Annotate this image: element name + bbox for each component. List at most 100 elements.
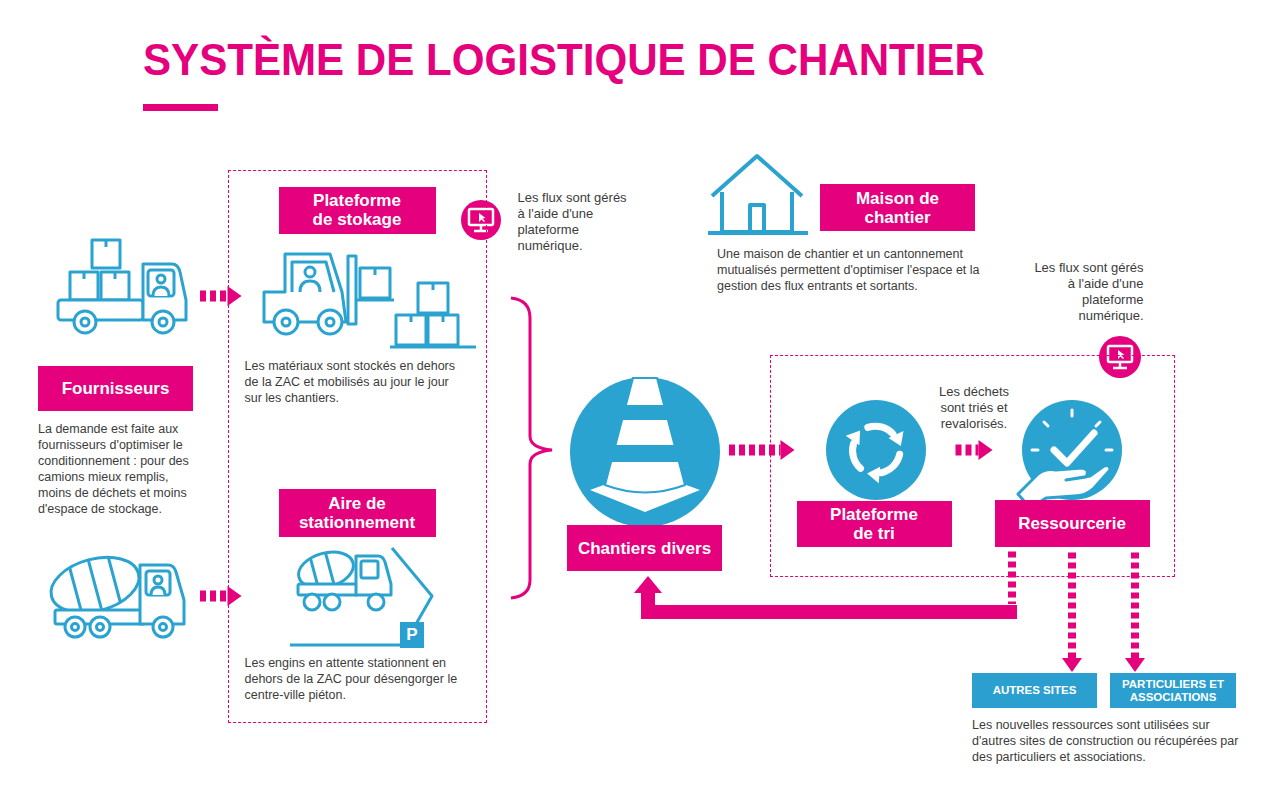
site-house: Maison de chantierUne maison de chantier… [705,148,987,300]
offsite-zone: Les flux sont gérés à l'aide d'une plate… [228,170,487,723]
flow-arrow [781,440,795,460]
mixer-truck [160,624,167,631]
title-underline [143,104,218,111]
flow-arrow [200,586,242,606]
recycle-icon [847,443,866,469]
parked-mixer [361,561,378,578]
parking-sign: P [400,622,424,648]
site-house [708,231,808,235]
cone-icon [622,405,668,420]
resource-icon [1071,410,1074,416]
mixer-truck [45,548,184,637]
cone-icon [570,377,720,527]
parking-area: Aire de stationnementLes engins en atten… [244,487,480,709]
delivery-truck [114,272,117,279]
diagram-title: SYSTÈME DE LOGISTIQUE DE CHANTIER [143,36,985,84]
forklift [318,310,342,334]
forklift [305,267,315,277]
node-heading: Fournisseurs [38,366,193,411]
note-text: Les nouvelles ressources sont utilisées … [972,717,1247,765]
node-heading: Plateforme de stokage [279,187,436,234]
forklift [326,318,334,326]
forklift [432,283,435,290]
node-heading: Plateforme de tri [797,501,952,547]
flow-arrow [1062,553,1082,673]
forklift [274,310,298,334]
recycle-icon [846,428,866,448]
forklift [390,346,476,349]
delivery-truck [105,240,108,247]
edge-label: Les déchets sont triés et revalorisés. [927,384,1022,432]
mixer-truck [146,571,170,595]
node-heading: Maison de chantier [820,184,975,231]
forklift [418,283,448,313]
forklift [428,315,458,345]
mixer-truck [153,617,173,637]
resource-icon [1018,400,1122,508]
flow-arrow [1125,658,1145,672]
delivery-truck [81,318,89,326]
digital-platform-icon [479,213,486,222]
delivery-truck [157,275,165,283]
recycle-icon [868,426,893,434]
parked-mixer [368,594,384,610]
delivery-truck [101,272,129,300]
site-house [712,156,802,196]
flow-arrow [200,291,228,302]
recycle-icon [889,431,904,446]
mixer-truck [65,617,85,637]
mixer-truck [108,557,120,603]
delivery-truck [148,270,174,296]
flow-arrow [200,286,242,306]
callout-note: Les flux sont gérés à l'aide d'une plate… [1032,260,1144,324]
flow-arrow [1062,658,1082,672]
resource-icon [1032,449,1038,452]
resource-icon [1044,422,1048,426]
node-heading: Ressourcerie [995,500,1150,547]
digital-platform-icon [474,230,488,233]
digital-platform-icon [461,200,501,240]
cone-icon [570,377,720,527]
merge-bracket [511,298,552,598]
mixer-truck [69,567,81,613]
delivery-truck [92,240,120,268]
digital-platform-icon [1099,336,1141,378]
digital-platform-icon [461,200,501,240]
flow-arrow [956,445,979,456]
digital-platform-icon [1108,346,1132,362]
sorting-platform: Plateforme de tri [797,398,952,548]
mixer-truck [154,576,162,584]
delivery-truck [152,311,174,333]
forklift [300,281,320,292]
merge-bracket [511,298,552,598]
digital-platform-icon [469,209,493,225]
node-heading: Aire de stationnement [279,489,436,537]
forklift [282,318,290,326]
recycle-icon [866,463,886,483]
flow-arrow [1125,553,1145,673]
cone-icon [611,445,679,462]
mixer-truck [88,560,101,610]
recycle-icon [881,451,900,477]
node-body: Une maison de chantier et un cantonnemen… [717,246,985,294]
digital-platform-icon [480,225,483,230]
mixer-truck [97,624,104,631]
mixer-truck [90,617,110,637]
resource-icon [1032,410,1112,450]
flow-arrow [634,552,1017,613]
parked-mixer [324,594,340,610]
site-house [750,205,764,232]
flow-arrow [200,591,228,602]
forklift [264,254,476,347]
recycle-icon [826,400,926,500]
flow-arrow [729,440,795,460]
mixer-truck [140,565,184,624]
flow-arrow [979,440,993,460]
flow-arrow [956,440,993,460]
forklift [360,268,390,298]
title-underline [143,104,218,111]
flow-arrow [1068,553,1076,659]
flow-arrow [634,576,662,593]
